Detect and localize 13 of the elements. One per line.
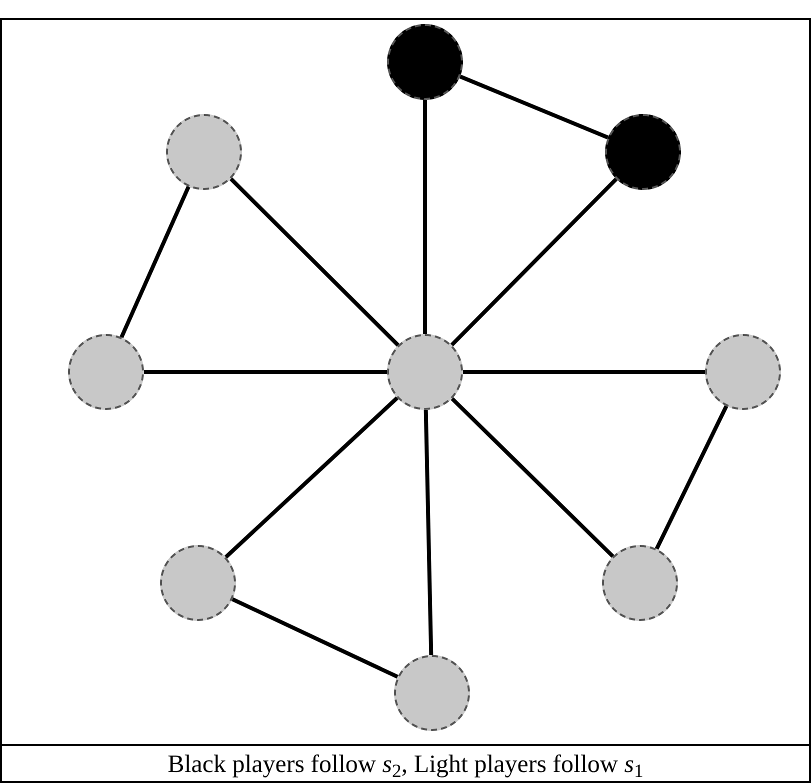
connector-line (450, 397, 614, 558)
connector-line (224, 396, 399, 559)
connector-line (230, 177, 400, 347)
connector-line (463, 370, 705, 374)
connector-line (144, 370, 387, 374)
connector-line (654, 405, 728, 550)
caption: Black players follow s$_{2}$, Light players follow s$_{1}$ (168, 752, 644, 777)
connector-line (450, 178, 618, 346)
connector-line (232, 597, 398, 679)
connector-line (424, 410, 434, 656)
connector-line (423, 100, 427, 334)
connector-line (120, 186, 190, 338)
connector-line (459, 74, 609, 140)
